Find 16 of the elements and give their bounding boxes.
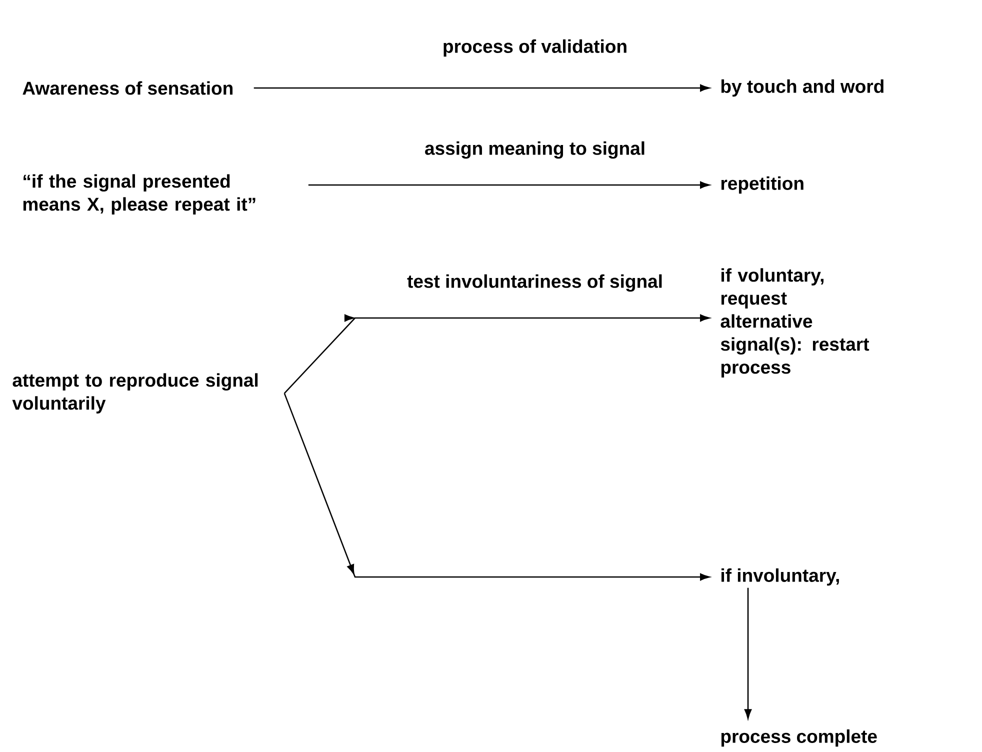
step-text: repetition — [721, 176, 804, 194]
step-text: “if the signal presented means X, please repeat it” — [23, 174, 256, 214]
edge-label: assign meaning to signal — [422, 139, 648, 161]
arrow — [284, 393, 710, 581]
step-text: by touch and word — [721, 79, 884, 97]
step-text: attempt to reproduce signal voluntarily — [12, 373, 258, 414]
edge-label: test involuntariness of signal — [405, 272, 665, 294]
arrow — [744, 588, 752, 719]
step-text: Awareness of sensation — [22, 81, 232, 95]
step-text: if involuntary, — [722, 568, 839, 586]
step-text: if voluntary, request alternative signal(s): restart process — [720, 268, 870, 378]
arrow — [308, 181, 710, 189]
step-text: process complete — [721, 729, 877, 747]
edge-label: process of validation — [440, 37, 630, 59]
arrow — [254, 84, 710, 92]
arrow — [284, 314, 710, 394]
